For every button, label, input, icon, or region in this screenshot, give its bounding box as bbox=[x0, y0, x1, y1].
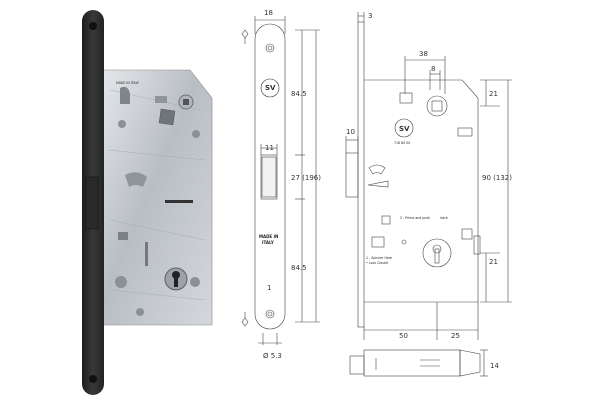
label-spinner: 1 - Spinner Here bbox=[366, 256, 392, 260]
front-faceplate bbox=[254, 23, 286, 330]
label-latch: latch bbox=[440, 216, 448, 220]
body-stamp: MADE IN ITALY bbox=[116, 81, 139, 85]
backset-label: 50 bbox=[399, 332, 408, 340]
front-width-label: 18 bbox=[264, 9, 273, 17]
keyhole-offset-label: 25 bbox=[451, 332, 460, 340]
side-faceplate bbox=[357, 21, 365, 328]
front-view-labels: 18 SV 11 84.5 27 (196) 84.5 MADE IN ITAL… bbox=[259, 9, 321, 360]
total-height-label: 27 (196) bbox=[291, 174, 321, 182]
marker-label: 1 bbox=[267, 284, 271, 292]
faceplate-thickness-label: 3 bbox=[368, 12, 372, 20]
latch-width-label: 11 bbox=[265, 144, 274, 152]
hole-diameter-label: Ø 5.3 bbox=[263, 352, 282, 360]
lock-photo: MADE IN ITALY bbox=[82, 10, 213, 395]
side-view-labels: 3 38 8 21 90 (132) 21 10 50 25 SV 718 80… bbox=[346, 12, 512, 370]
spindle-spacing-label: 38 bbox=[419, 50, 428, 58]
side-keyhole-icon bbox=[422, 238, 452, 268]
bolt-profile bbox=[349, 349, 488, 377]
keyhole-icon bbox=[164, 267, 188, 291]
bolt-thickness-label: 14 bbox=[490, 362, 499, 370]
bottom-height-label: 84.5 bbox=[291, 264, 307, 272]
side-body bbox=[364, 79, 479, 303]
latch-window bbox=[260, 154, 278, 200]
top-offset-label: 21 bbox=[489, 90, 498, 98]
label-prima-push: 2 - Prima and push bbox=[400, 216, 430, 220]
label-lock-closed: • Lock Closed bbox=[366, 261, 388, 265]
spindle-size-label: 8 bbox=[431, 65, 435, 73]
stamp-line-2: ITALY bbox=[262, 240, 274, 245]
latch-projection-label: 10 bbox=[346, 128, 355, 136]
side-logo-text: SV bbox=[399, 125, 410, 133]
side-logo-icon bbox=[394, 118, 414, 138]
side-latch bbox=[345, 152, 359, 198]
side-height-label: 90 (132) bbox=[482, 174, 512, 182]
logo-text: SV bbox=[265, 84, 276, 92]
logo-icon bbox=[260, 78, 280, 98]
latch bbox=[85, 176, 99, 230]
side-view bbox=[345, 12, 512, 377]
top-height-label: 84.5 bbox=[291, 90, 307, 98]
front-view bbox=[241, 16, 320, 345]
bottom-offset-label: 21 bbox=[489, 258, 498, 266]
stamp-line-1: MADE IN bbox=[259, 234, 278, 239]
product-code: 718 80 00 bbox=[394, 141, 410, 145]
